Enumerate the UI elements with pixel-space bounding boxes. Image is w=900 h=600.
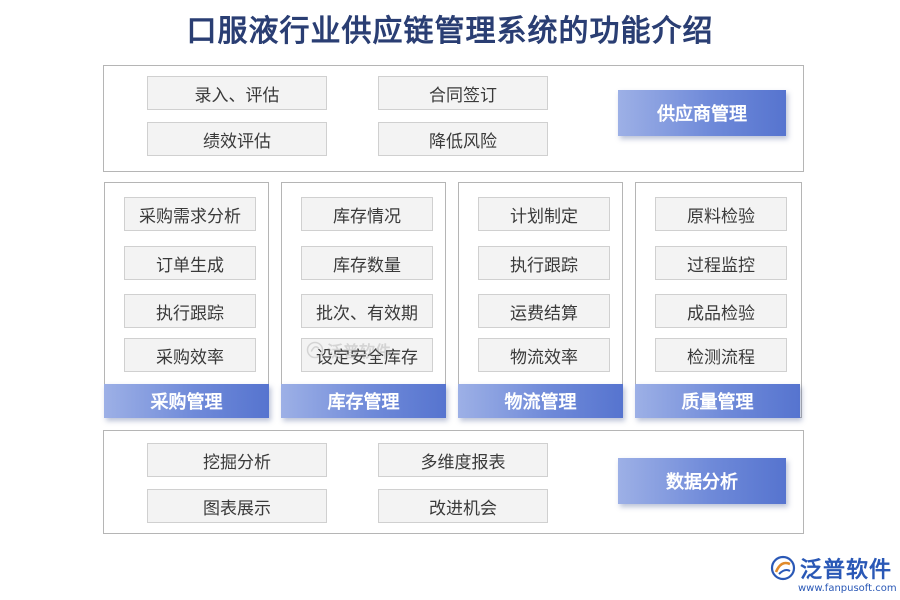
- procurement-item: 采购需求分析: [124, 197, 256, 231]
- procurement-item: 执行跟踪: [124, 294, 256, 328]
- logistics-item: 物流效率: [478, 338, 610, 372]
- procurement-heading: 采购管理: [104, 384, 269, 418]
- analysis-heading: 数据分析: [618, 458, 786, 504]
- analysis-item: 改进机会: [378, 489, 548, 523]
- quality-item: 过程监控: [655, 246, 787, 280]
- inventory-item: 批次、有效期: [301, 294, 433, 328]
- watermark-logo-icon: [306, 341, 324, 359]
- quality-item: 成品检验: [655, 294, 787, 328]
- brand-logo: 泛普软件: [770, 552, 892, 584]
- quality-heading: 质量管理: [635, 384, 800, 418]
- inventory-item: 库存数量: [301, 246, 433, 280]
- analysis-item: 挖掘分析: [147, 443, 327, 477]
- page-title: 口服液行业供应链管理系统的功能介绍: [186, 14, 714, 49]
- quality-item: 检测流程: [655, 338, 787, 372]
- logistics-heading: 物流管理: [458, 384, 623, 418]
- supplier-item: 降低风险: [378, 122, 548, 156]
- quality-item: 原料检验: [655, 197, 787, 231]
- supplier-item: 录入、评估: [147, 76, 327, 110]
- procurement-item: 采购效率: [124, 338, 256, 372]
- inventory-item: 设定安全库存: [301, 338, 433, 372]
- fanpu-logo-icon: [770, 555, 796, 581]
- procurement-item: 订单生成: [124, 246, 256, 280]
- watermark: 泛普软件: [306, 338, 391, 362]
- brand-url: www.fanpusoft.com: [798, 583, 897, 594]
- inventory-heading: 库存管理: [281, 384, 446, 418]
- supplier-item: 合同签订: [378, 76, 548, 110]
- analysis-item: 多维度报表: [378, 443, 548, 477]
- logistics-item: 运费结算: [478, 294, 610, 328]
- supplier-heading: 供应商管理: [618, 90, 786, 136]
- logistics-item: 计划制定: [478, 197, 610, 231]
- analysis-item: 图表展示: [147, 489, 327, 523]
- inventory-item: 库存情况: [301, 197, 433, 231]
- brand-name: 泛普软件: [800, 558, 893, 583]
- supplier-item: 绩效评估: [147, 122, 327, 156]
- logistics-item: 执行跟踪: [478, 246, 610, 280]
- watermark-text: 泛普软件: [327, 342, 392, 361]
